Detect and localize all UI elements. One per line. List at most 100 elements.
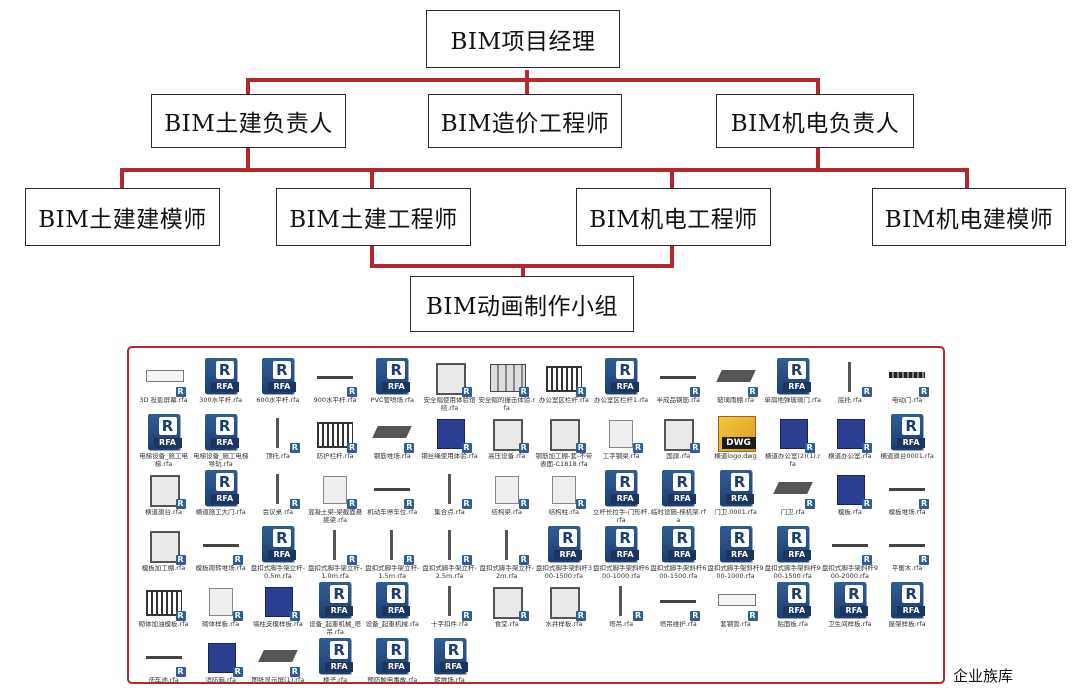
- family-preview-icon: R: [544, 470, 586, 509]
- family-preview-icon: R: [658, 582, 701, 621]
- org-node-civil-lead: BIM土建负责人: [151, 94, 346, 148]
- family-file-name: 横道旗台0001.rfa: [880, 453, 934, 460]
- family-file-name: 立杆长拉手-门形杆.rfa: [592, 509, 650, 524]
- revit-badge-icon: R: [289, 499, 300, 509]
- family-file-name: 盘扣式脚手架立杆-2.5m.rfa: [422, 565, 477, 580]
- family-preview-icon: R: [144, 526, 186, 565]
- revit-badge-icon: R: [690, 387, 701, 397]
- family-file-name: 底托.rfa: [837, 397, 862, 404]
- family-preview-icon: R: [830, 526, 872, 565]
- family-preview-icon: R: [201, 638, 243, 677]
- family-file-name: 墙柱支模样板.rfa: [252, 621, 303, 628]
- revit-badge-icon: R: [347, 499, 358, 509]
- revit-badge-icon: R: [289, 667, 300, 677]
- revit-badge-icon: R: [461, 555, 472, 565]
- family-preview-icon: R: [315, 470, 358, 509]
- revit-badge-icon: R: [804, 499, 815, 509]
- family-file-name: 临时设施-梯机架.rfa: [650, 509, 706, 524]
